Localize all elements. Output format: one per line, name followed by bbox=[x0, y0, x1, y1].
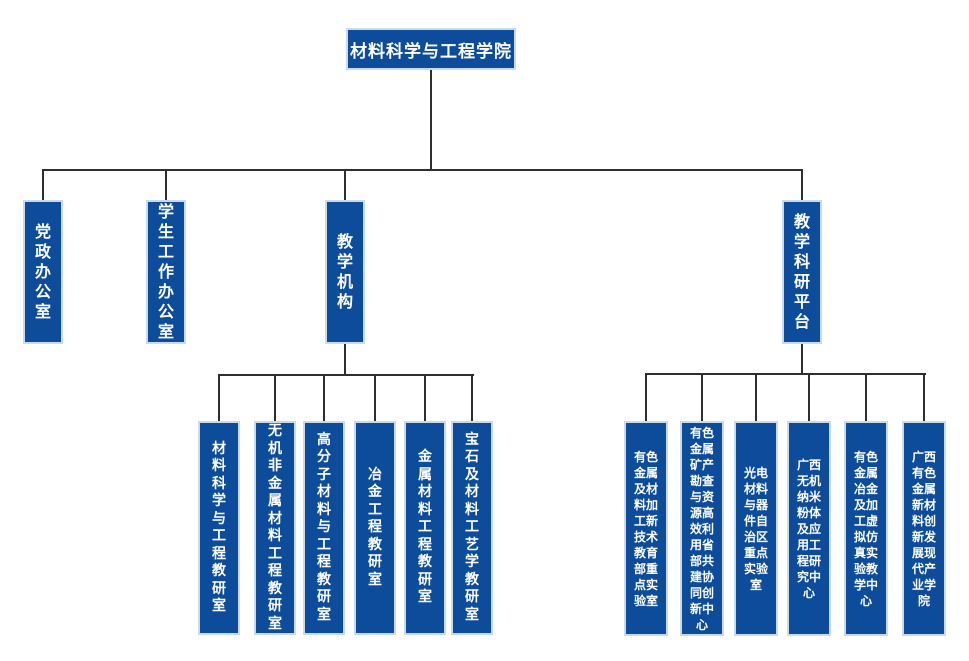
org-node-label: 广西无机纳米粉体及应用工程研究中心 bbox=[796, 457, 821, 600]
connector-stub bbox=[923, 374, 925, 421]
connector-root-down bbox=[430, 70, 432, 170]
org-node-platform-2: 有色金属矿产勘查与资源高效利用省部共建协同创新中心 bbox=[680, 421, 724, 636]
org-node-student-office: 学生工作办公室 bbox=[146, 200, 186, 344]
org-node-platform-4: 广西无机纳米粉体及应用工程研究中心 bbox=[787, 421, 831, 636]
connector-stub bbox=[801, 170, 803, 200]
connector-stub bbox=[274, 375, 276, 421]
connector-stub bbox=[865, 374, 867, 421]
org-node-platform-6: 广西有色金属新材料创新发展现代产业学院 bbox=[902, 421, 946, 636]
org-node-label: 金属材料工程教研室 bbox=[418, 449, 432, 606]
org-node-label: 教学机构 bbox=[336, 232, 353, 311]
org-node-teaching-unit-4: 冶金工程教研室 bbox=[354, 421, 396, 635]
org-node-root-label: 材料科学与工程学院 bbox=[350, 41, 512, 62]
org-node-platform-1: 有色金属及材料加工新技术教育部重点实验室 bbox=[624, 421, 668, 636]
org-node-label: 有色金属矿产勘查与资源高效利用省部共建协同创新中心 bbox=[689, 425, 714, 632]
org-node-teaching-orgs: 教学机构 bbox=[325, 200, 365, 344]
org-node-label: 教学科研平台 bbox=[793, 212, 810, 331]
org-node-platform-5: 有色金属冶金及加工虚拟仿真实验教学中心 bbox=[844, 421, 888, 636]
org-node-label: 学生工作办公室 bbox=[157, 202, 174, 341]
org-node-teaching-unit-6: 宝石及材料工艺学教研室 bbox=[451, 421, 493, 635]
org-node-teaching-unit-3: 高分子材料与工程教研室 bbox=[303, 421, 345, 635]
org-node-label: 材料科学与工程教研室 bbox=[212, 440, 226, 615]
connector-teaching-down bbox=[344, 344, 346, 375]
org-node-party-office: 党政办公室 bbox=[23, 200, 63, 344]
connector-stub bbox=[344, 170, 346, 200]
connector-stub bbox=[471, 375, 473, 421]
org-node-label: 党政办公室 bbox=[34, 222, 51, 321]
org-node-label: 宝石及材料工艺学教研室 bbox=[465, 431, 479, 623]
org-node-platform-3: 光电材料与器件自治区重点实验室 bbox=[734, 421, 778, 636]
connector-stub bbox=[755, 374, 757, 421]
org-node-teaching-unit-1: 材料科学与工程教研室 bbox=[198, 421, 240, 635]
org-node-label: 无机非金属材料工程教研室 bbox=[268, 423, 282, 632]
org-node-label: 有色金属冶金及加工虚拟仿真实验教学中心 bbox=[853, 449, 878, 608]
org-node-label: 光电材料与器件自治区重点实验室 bbox=[743, 465, 768, 592]
connector-stub bbox=[323, 375, 325, 421]
org-node-label: 广西有色金属新材料创新发展现代产业学院 bbox=[911, 449, 936, 608]
org-node-label: 高分子材料与工程教研室 bbox=[317, 431, 331, 623]
connector-platform-down bbox=[801, 344, 803, 374]
connector-stub bbox=[424, 375, 426, 421]
connector-stub bbox=[218, 375, 220, 421]
connector-stub bbox=[165, 170, 167, 200]
connector-stub bbox=[645, 374, 647, 421]
org-node-teaching-unit-5: 金属材料工程教研室 bbox=[404, 421, 446, 635]
connector-stub bbox=[701, 374, 703, 421]
org-node-label: 有色金属及材料加工新技术教育部重点实验室 bbox=[633, 449, 658, 608]
connector-teaching-rail bbox=[218, 374, 474, 376]
connector-platform-rail bbox=[645, 373, 926, 375]
connector-stub bbox=[808, 374, 810, 421]
connector-stub bbox=[42, 170, 44, 200]
org-node-teaching-unit-2: 无机非金属材料工程教研室 bbox=[254, 421, 296, 635]
org-node-label: 冶金工程教研室 bbox=[368, 466, 382, 588]
org-node-root: 材料科学与工程学院 bbox=[346, 28, 516, 70]
connector-stub bbox=[374, 375, 376, 421]
connector-level2-rail bbox=[42, 169, 803, 171]
org-node-research-platforms: 教学科研平台 bbox=[782, 200, 822, 344]
